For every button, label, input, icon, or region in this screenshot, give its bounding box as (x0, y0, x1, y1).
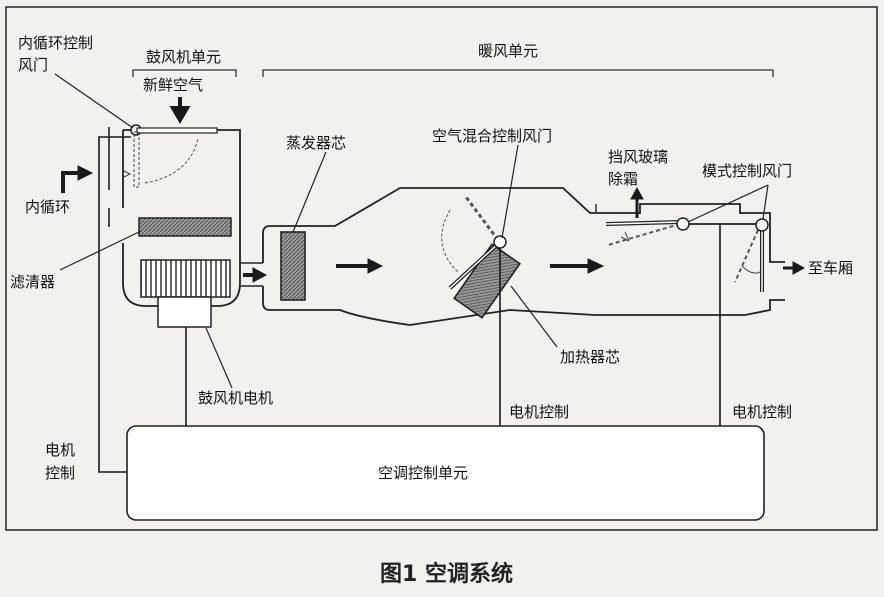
label-evaporator: 蒸发器芯 (286, 134, 346, 152)
blower-fan (140, 259, 231, 298)
mode-door-alt-position (734, 229, 759, 283)
defrost-door-alt-position (607, 223, 681, 246)
label-air-mix-door: 空气混合控制风门 (432, 127, 552, 145)
air-mix-door-pivot (493, 235, 507, 249)
label-to-cabin: 至车厢 (808, 259, 853, 277)
label-blower-unit: 鼓风机单元 (146, 48, 221, 66)
label-filter: 滤清器 (10, 273, 55, 291)
blower-motor-box (157, 296, 212, 328)
label-ac-control-unit: 空调控制单元 (378, 464, 468, 482)
heater-core-assembly (441, 196, 521, 319)
recirc-small-arrow (123, 170, 132, 178)
filter-element (138, 217, 232, 237)
leader-blower-motor (205, 327, 233, 389)
ac-control-unit-box (126, 425, 765, 521)
leader-mode-door-1 (687, 184, 769, 223)
label-recirc-door-line1: 内循环控制 (18, 34, 93, 52)
recirc-inlet-arrow-shaft (61, 171, 80, 193)
defrost-door-blade-core (605, 221, 681, 225)
label-recirculation: 内循环 (25, 198, 70, 216)
recirc-motor-wire (98, 136, 131, 473)
blower-housing (122, 129, 241, 307)
label-fresh-air: 新鲜空气 (143, 76, 203, 94)
defrost-door-pivot (676, 217, 690, 231)
label-motor-control-right: 电机控制 (732, 403, 792, 421)
leader-mode-door-2 (762, 184, 769, 220)
leader-air-mix-door (501, 144, 519, 239)
label-blower-motor: 鼓风机电机 (198, 389, 273, 407)
mode-door-pivot (755, 218, 769, 232)
label-defrost-line2: 除霜 (608, 170, 638, 188)
blower-unit-bracket (132, 69, 237, 77)
mode-swing-mark (741, 265, 761, 274)
leader-heater-core (510, 285, 558, 348)
label-recirc-door-line2: 风门 (18, 56, 48, 74)
leader-filter (59, 230, 142, 271)
defrost-swing-mark (620, 231, 630, 242)
air-mix-door-blade-core (449, 241, 501, 289)
flow-arrow-1-head (252, 267, 268, 283)
leader-evaporator (292, 151, 327, 233)
label-motor-control-left-line1: 电机 (45, 441, 75, 459)
leader-lines (54, 73, 769, 389)
recirc-door-swing-arc (144, 137, 199, 184)
recirc-inlet-arrow-head (77, 165, 94, 181)
defrost-arrow-head (630, 186, 644, 200)
label-motor-control-left-line2: 控制 (45, 464, 75, 482)
air-mix-door-alt-position (464, 196, 500, 241)
leader-recirc-door (54, 73, 134, 129)
figure-caption: 图1 空调系统 (380, 561, 513, 587)
outer-frame (5, 6, 878, 531)
control-wires (98, 136, 721, 473)
heater-unit-housing (262, 187, 785, 326)
fresh-air-arrow (169, 97, 191, 124)
label-mode-door: 模式控制风门 (702, 162, 792, 180)
airflow-arrows (61, 97, 806, 283)
flow-arrow-3-head (587, 258, 605, 274)
label-defrost-line1: 挡风玻璃 (608, 148, 668, 166)
heater-unit-bracket (262, 69, 774, 77)
label-motor-control-mid: 电机控制 (509, 403, 569, 421)
recirc-door-alt-position (133, 131, 140, 188)
label-heater-unit: 暖风单元 (478, 42, 538, 60)
heater-core (453, 243, 521, 319)
recirc-door-blade (136, 127, 218, 134)
air-mix-swing-arc (441, 209, 459, 273)
evaporator-core (280, 231, 306, 301)
connecting-duct (240, 262, 263, 287)
label-heater-core: 加热器芯 (560, 348, 620, 366)
cabin-arrow-head (792, 261, 806, 275)
flow-arrow-2-head (367, 258, 384, 274)
